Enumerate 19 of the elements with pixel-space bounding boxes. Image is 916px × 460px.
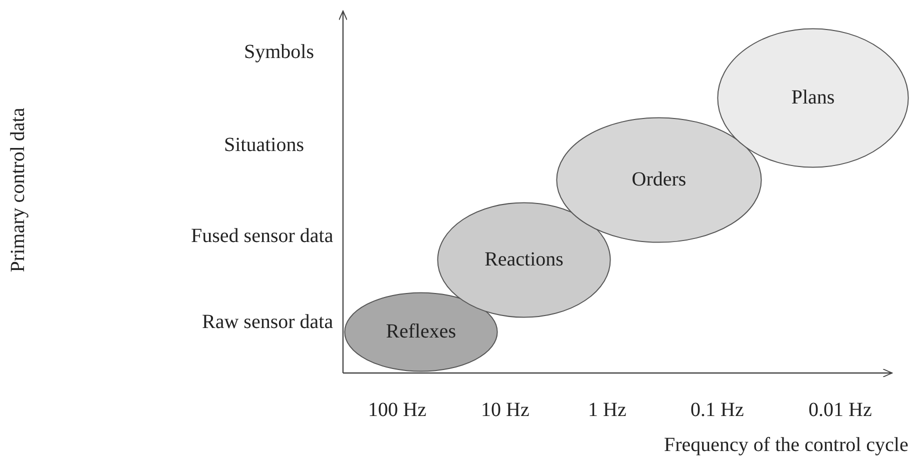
x-tick-label: 0.1 Hz — [690, 400, 744, 420]
y-category-label: Fused sensor data — [191, 226, 334, 246]
ellipse-label: Reflexes — [385, 320, 457, 344]
x-tick-label: 1 Hz — [588, 400, 626, 420]
x-tick-label: 0.01 Hz — [808, 400, 872, 420]
x-tick-label: 10 Hz — [481, 400, 530, 420]
y-category-label: Raw sensor data — [202, 312, 334, 332]
ellipse-label: Orders — [630, 168, 688, 192]
axis-title: Frequency of the control cycle — [664, 435, 908, 455]
category-ellipse — [344, 292, 498, 372]
category-ellipse — [556, 117, 762, 243]
y-category-label: Situations — [224, 135, 304, 155]
category-ellipse — [717, 28, 909, 168]
x-tick-label: 100 Hz — [368, 400, 426, 420]
category-ellipse — [437, 202, 611, 318]
y-category-label: Symbols — [244, 42, 314, 62]
ellipse-label: Plans — [790, 86, 836, 110]
axis-title: Primary control data — [8, 108, 28, 272]
ellipse-label: Reactions — [484, 248, 564, 272]
